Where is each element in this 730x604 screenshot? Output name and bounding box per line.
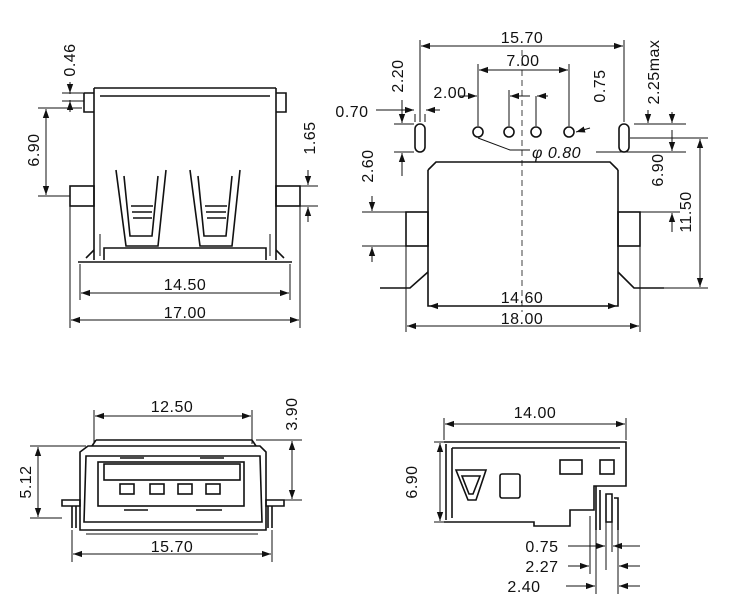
dim-2-25max: 2.25max <box>646 40 663 105</box>
dim-14-00: 14.00 <box>514 405 557 422</box>
dim-15-70-end: 15.70 <box>151 539 194 556</box>
dim-3-90: 3.90 <box>284 397 301 430</box>
dim-6-90-front: 6.90 <box>26 133 43 166</box>
dim-0-75-pcb: 0.75 <box>592 69 609 102</box>
dim-2-40: 2.40 <box>507 579 540 596</box>
dim-2-60: 2.60 <box>360 149 377 182</box>
end-view: 12.50 3.90 5.12 15.70 <box>18 397 302 562</box>
dim-2-20: 2.20 <box>390 59 407 92</box>
side-view: 14.00 6.90 0.75 2.27 2.40 <box>404 405 640 596</box>
front-view: 0.46 6.90 1.65 14.50 17.00 <box>26 43 319 328</box>
dim-phi-0-80: φ 0.80 <box>532 145 581 162</box>
dim-6-90-side: 6.90 <box>404 465 421 498</box>
dim-2-27: 2.27 <box>525 559 558 576</box>
dim-7-00: 7.00 <box>506 53 539 70</box>
dim-17-00: 17.00 <box>164 305 207 322</box>
dim-1-65: 1.65 <box>302 121 319 154</box>
dim-6-90-pcb: 6.90 <box>650 153 667 186</box>
dim-14-50: 14.50 <box>164 277 207 294</box>
dim-0-75-side: 0.75 <box>525 539 558 556</box>
dim-18-00: 18.00 <box>501 311 544 328</box>
dim-12-50: 12.50 <box>151 399 194 416</box>
dim-2-00: 2.00 <box>433 85 466 102</box>
dim-0-70: 0.70 <box>335 104 368 121</box>
dim-0-46: 0.46 <box>62 43 79 76</box>
dim-14-60: 14.60 <box>501 290 544 307</box>
dim-11-50: 11.50 <box>678 191 695 232</box>
dim-15-70-top: 15.70 <box>501 30 544 47</box>
pcb-layout-view: 15.70 7.00 2.00 0.75 2.25max 2.20 0.70 φ… <box>335 30 708 332</box>
dim-5-12: 5.12 <box>18 465 35 498</box>
